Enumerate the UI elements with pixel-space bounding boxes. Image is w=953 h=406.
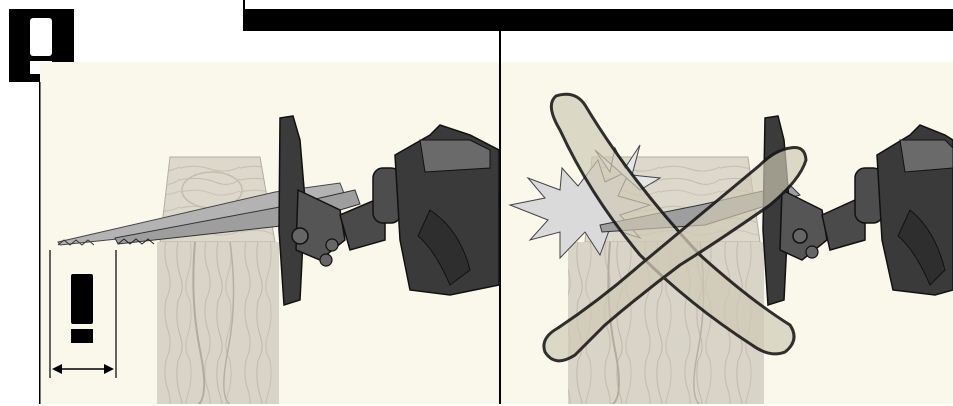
clearance-indicator (49, 250, 117, 378)
left-panel (49, 115, 500, 406)
reciprocating-saw (278, 115, 500, 306)
x-mark-icon (542, 92, 808, 363)
clearance-warning-icon (71, 274, 93, 343)
header-bar (243, 9, 953, 31)
right-panel (508, 92, 953, 406)
wood-workpiece (157, 156, 279, 406)
